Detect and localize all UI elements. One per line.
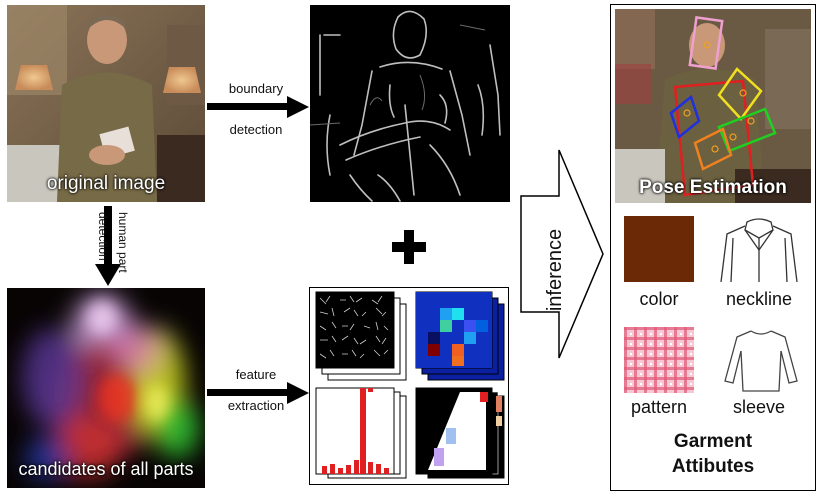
human-part-label-2: detection bbox=[96, 212, 110, 261]
inference-label: inference bbox=[544, 228, 566, 312]
color-swatch bbox=[624, 216, 694, 282]
candidates-panel: candidates of all parts bbox=[7, 288, 205, 488]
original-image-panel: original image bbox=[7, 5, 205, 202]
human-part-label-1: human part bbox=[116, 212, 130, 273]
boundary-label-1: boundary bbox=[228, 81, 284, 96]
candidates-caption: candidates of all parts bbox=[18, 459, 194, 479]
neckline-shirt-icon bbox=[720, 218, 798, 282]
boundary-map bbox=[310, 10, 501, 202]
color-label: color bbox=[639, 289, 679, 309]
garment-title-1: Garment bbox=[673, 431, 753, 452]
candidates-heatmap bbox=[7, 288, 205, 488]
pose-estimation-title: Pose Estimation bbox=[639, 177, 787, 198]
neckline-label: neckline bbox=[725, 289, 793, 309]
right-arrow-icon bbox=[207, 382, 309, 404]
plus-icon bbox=[392, 230, 426, 264]
feature-label-2: extraction bbox=[227, 398, 285, 413]
feature-label-1: feature bbox=[235, 367, 277, 382]
original-image-photo bbox=[7, 5, 205, 202]
sleeve-label: sleeve bbox=[732, 397, 786, 417]
pose-estimation-image: Pose Estimation bbox=[615, 9, 811, 203]
features-illustration bbox=[315, 291, 505, 479]
pattern-label: pattern bbox=[630, 397, 688, 417]
histogram-feature-stack bbox=[315, 387, 407, 479]
color-feature-stack bbox=[415, 291, 505, 381]
boundary-label-2: detection bbox=[229, 122, 283, 137]
hog-feature-stack bbox=[315, 291, 407, 381]
pattern-swatch bbox=[624, 327, 694, 393]
right-arrow-icon bbox=[207, 96, 309, 118]
features-panel bbox=[309, 287, 509, 485]
result-panel: Pose Estimation color neckline pattern bbox=[610, 4, 816, 491]
mask-feature-stack bbox=[415, 387, 505, 479]
sleeve-shirt-icon bbox=[724, 330, 798, 392]
inference-arrow-icon bbox=[520, 149, 604, 359]
down-arrow-icon bbox=[95, 206, 121, 286]
original-image-caption: original image bbox=[46, 173, 166, 194]
garment-title-2: Attibutes bbox=[671, 456, 755, 477]
boundary-detection-panel bbox=[310, 5, 510, 202]
pose-photo bbox=[615, 9, 811, 203]
